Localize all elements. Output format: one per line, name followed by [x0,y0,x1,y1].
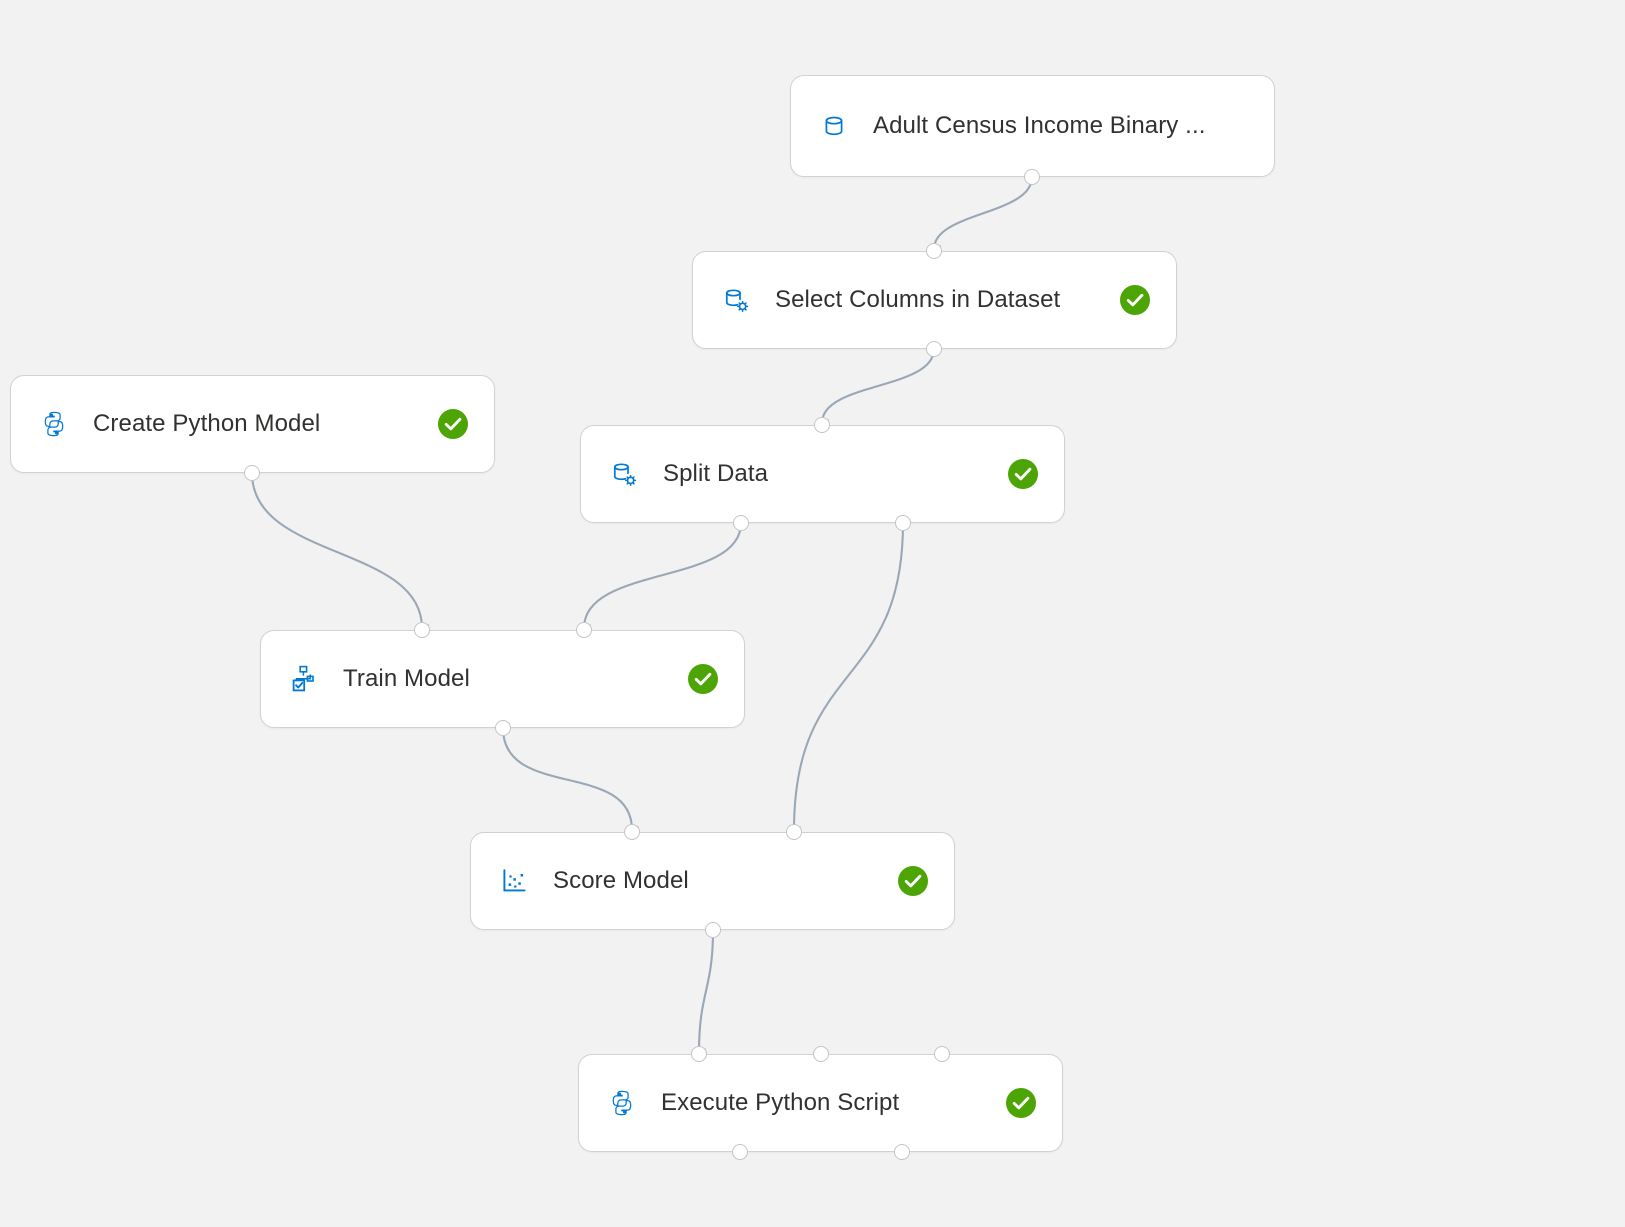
python-icon [37,407,71,441]
pipeline-node-execute-python-script[interactable]: Execute Python Script [578,1054,1063,1152]
output-port-adult-census-income-binary-0[interactable] [1024,169,1040,185]
output-port-score-model-0[interactable] [705,922,721,938]
node-label: Execute Python Script [661,1088,900,1116]
input-port-train-model-0[interactable] [414,622,430,638]
input-port-split-data-0[interactable] [814,417,830,433]
input-port-select-columns-in-dataset-0[interactable] [926,243,942,259]
pipeline-edge[interactable] [697,929,715,1056]
train-model-icon [287,662,321,696]
node-label: Select Columns in Dataset [775,285,1061,313]
node-label: Adult Census Income Binary ... [873,111,1206,139]
node-label: Split Data [663,459,769,487]
node-label: Create Python Model [93,409,321,437]
pipeline-edge[interactable] [501,727,639,834]
status-badge-succeeded [1120,285,1150,315]
pipeline-edge[interactable] [250,472,429,632]
output-port-select-columns-in-dataset-0[interactable] [926,341,942,357]
pipeline-node-train-model[interactable]: Train Model [260,630,745,728]
input-port-execute-python-script-1[interactable] [813,1046,829,1062]
pipeline-edge[interactable] [792,522,905,834]
output-port-split-data-0[interactable] [733,515,749,531]
input-port-execute-python-script-0[interactable] [691,1046,707,1062]
pipeline-node-score-model[interactable]: Score Model [470,832,955,930]
input-port-score-model-1[interactable] [786,824,802,840]
input-port-score-model-0[interactable] [624,824,640,840]
status-badge-succeeded [1006,1088,1036,1118]
input-port-train-model-1[interactable] [576,622,592,638]
pipeline-node-adult-census-income-binary[interactable]: Adult Census Income Binary ... [790,75,1275,177]
output-port-create-python-model-0[interactable] [244,465,260,481]
status-badge-succeeded [438,409,468,439]
pipeline-edge[interactable] [820,348,936,427]
input-port-execute-python-script-2[interactable] [934,1046,950,1062]
output-port-execute-python-script-0[interactable] [732,1144,748,1160]
status-badge-succeeded [1008,459,1038,489]
pipeline-edge[interactable] [582,522,743,632]
pipeline-edge[interactable] [932,176,1034,253]
dataset-icon [817,109,851,143]
status-badge-succeeded [688,664,718,694]
output-port-split-data-1[interactable] [895,515,911,531]
scatter-plot-icon [497,864,531,898]
dataset-transform-icon [719,283,753,317]
pipeline-node-select-columns-in-dataset[interactable]: Select Columns in Dataset [692,251,1177,349]
status-badge-succeeded [898,866,928,896]
python-icon [605,1086,639,1120]
output-port-train-model-0[interactable] [495,720,511,736]
node-label: Score Model [553,866,689,894]
node-label: Train Model [343,664,470,692]
dataset-transform-icon [607,457,641,491]
output-port-execute-python-script-1[interactable] [894,1144,910,1160]
pipeline-node-split-data[interactable]: Split Data [580,425,1065,523]
pipeline-node-create-python-model[interactable]: Create Python Model [10,375,495,473]
